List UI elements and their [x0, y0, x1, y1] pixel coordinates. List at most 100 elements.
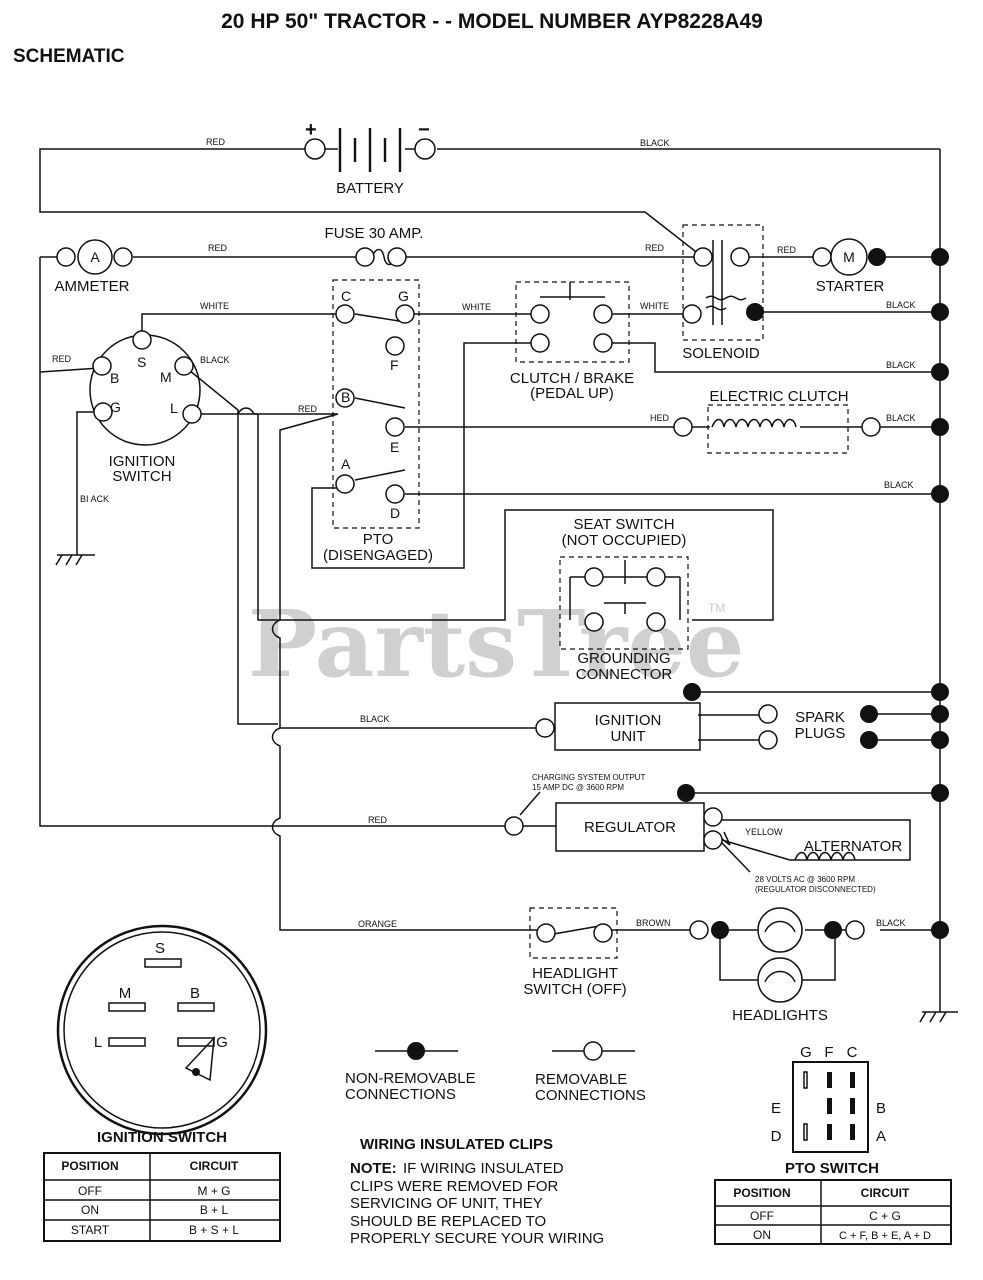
grounding-label-2: CONNECTOR [576, 666, 673, 683]
pto-terminal-b: B [341, 389, 350, 405]
wire-label-hed: HED [650, 413, 670, 423]
wire-label-red-2: RED [208, 243, 228, 253]
charging-note-2: 15 AMP DC @ 3600 RPM [532, 783, 624, 792]
ignition-table-header-circuit: CIRCUIT [190, 1159, 239, 1173]
pto-switch-detail: G F C E B D A [771, 1044, 886, 1153]
legend-removable-1: REMOVABLE [535, 1071, 627, 1088]
clutch-brake-label-2: (PEDAL UP) [530, 385, 614, 402]
volts-note-2: (REGULATOR DISCONNECTED) [755, 885, 876, 894]
wire-label-black-8: BLACK [360, 714, 390, 724]
pto-terminal-d: D [390, 505, 400, 521]
battery-symbol: + − [304, 119, 436, 172]
watermark-tm: TM [708, 601, 725, 615]
pto-terminal-f: F [390, 357, 399, 373]
wiring-note-label: NOTE: [350, 1160, 397, 1177]
pto-terminal-e: E [390, 439, 399, 455]
wire-label-brown: BROWN [636, 918, 671, 928]
ignition-unit-label-2: UNIT [611, 728, 646, 745]
seat-switch-symbol [559, 556, 689, 650]
wire-label-white-3: WHITE [640, 301, 669, 311]
battery-plus: + [305, 119, 317, 141]
pto-terminal-c: C [341, 288, 351, 304]
wire-label-yellow: YELLOW [745, 827, 783, 837]
pto-label-1: PTO [363, 531, 394, 548]
ignition-table-row-1-circuit: B + L [200, 1203, 229, 1217]
fuse-label: FUSE 30 AMP. [325, 225, 424, 242]
ammeter-symbol-letter: A [90, 249, 100, 265]
pto-detail-g: G [800, 1044, 812, 1061]
regulator-label: REGULATOR [584, 819, 676, 836]
ignition-switch-table: IGNITION SWITCH POSITION CIRCUIT OFF M +… [43, 1129, 281, 1242]
wire-label-black-2: BLACK [886, 300, 916, 310]
pto-detail-a: A [876, 1128, 886, 1145]
wire-label-red-3: RED [645, 243, 665, 253]
wire-label-black-1: BLACK [640, 138, 670, 148]
wire-label-red-6: RED [298, 404, 318, 414]
wire-label-black-7: BI ACK [80, 494, 109, 504]
ignition-terminal-g: G [110, 399, 121, 415]
solenoid-label: SOLENOID [682, 345, 760, 362]
wire-label-white-2: WHITE [462, 302, 491, 312]
legend-non-removable-1: NON-REMOVABLE [345, 1070, 476, 1087]
wire-label-black-6: BLACK [884, 480, 914, 490]
wire-label-red-5: RED [52, 354, 72, 364]
starter-symbol: M [812, 238, 886, 276]
pto-table-title: PTO SWITCH [785, 1160, 879, 1177]
solenoid-symbol [682, 224, 764, 341]
ignition-table-row-1-position: ON [81, 1203, 99, 1217]
connection-legend [375, 1041, 635, 1061]
pto-switch-symbol: C G F B E A D [332, 279, 420, 529]
watermark: PartsTree [248, 590, 744, 698]
pto-switch-table: PTO SWITCH POSITION CIRCUIT OFF C + G ON… [714, 1160, 952, 1245]
wiring-note-line-2: CLIPS WERE REMOVED FOR [350, 1178, 559, 1195]
grounding-label-1: GROUNDING [577, 650, 670, 667]
ignition-table-title: IGNITION SWITCH [97, 1129, 227, 1146]
starter-symbol-letter: M [843, 249, 855, 265]
ignition-switch-detail: S M B L G [56, 924, 268, 1136]
spark-plugs-label-1: SPARK [795, 709, 845, 726]
ignition-terminal-l: L [170, 400, 178, 416]
wire-label-black-3: BLACK [200, 355, 230, 365]
wiring-note-line-3: SERVICING OF UNIT, THEY [350, 1195, 543, 1212]
alternator-label: ALTERNATOR [804, 838, 903, 855]
battery-label: BATTERY [336, 180, 404, 197]
legend-removable-2: CONNECTIONS [535, 1087, 646, 1104]
wire-label-black-4: BLACK [886, 360, 916, 370]
ammeter-label: AMMETER [55, 278, 130, 295]
ignition-switch-label-1: IGNITION [109, 453, 176, 470]
ignition-table-row-2-position: START [71, 1223, 110, 1237]
wire-label-black-5: BLACK [886, 413, 916, 423]
ignition-table-row-0-position: OFF [78, 1184, 102, 1198]
wire-label-white-1: WHITE [200, 301, 229, 311]
ammeter-symbol: A [56, 239, 133, 275]
wire-label-red-4: RED [777, 245, 797, 255]
wire-label-black-9: BLACK [876, 918, 906, 928]
pto-table-header-position: POSITION [733, 1186, 790, 1200]
wiring-note-heading: WIRING INSULATED CLIPS [360, 1136, 553, 1153]
wire-label-red-7: RED [368, 815, 388, 825]
pto-detail-d: D [771, 1128, 782, 1145]
headlights-label: HEADLIGHTS [732, 1007, 828, 1024]
pto-table-row-1-position: ON [753, 1228, 771, 1242]
ignition-switch-label-2: SWITCH [112, 468, 171, 485]
wiring-note-line-1: IF WIRING INSULATED [403, 1160, 564, 1177]
ignition-unit-label-1: IGNITION [595, 712, 662, 729]
wiring-lines [39, 148, 958, 1023]
ignition-terminal-s: S [137, 354, 146, 370]
seat-switch-label-2: (NOT OCCUPIED) [562, 532, 687, 549]
detail-terminal-g: G [216, 1034, 228, 1051]
charging-note-1: CHARGING SYSTEM OUTPUT [532, 773, 645, 782]
wire-label-red-1: RED [206, 137, 226, 147]
pto-label-2: (DISENGAGED) [323, 547, 433, 564]
ignition-switch-symbol: S B M G L [89, 330, 202, 446]
clutch-brake-switch [515, 281, 630, 363]
wiring-note-line-5: PROPERLY SECURE YOUR WIRING [350, 1230, 604, 1247]
spark-plugs-label-2: PLUGS [795, 725, 846, 742]
headlight-switch-label-2: SWITCH (OFF) [523, 981, 626, 998]
ignition-table-row-2-circuit: B + S + L [189, 1223, 239, 1237]
page-subtitle: SCHEMATIC [13, 46, 125, 67]
pto-detail-c: C [847, 1044, 858, 1061]
volts-note-1: 28 VOLTS AC @ 3600 RPM [755, 875, 855, 884]
wiring-note-line-4: SHOULD BE REPLACED TO [350, 1213, 546, 1230]
